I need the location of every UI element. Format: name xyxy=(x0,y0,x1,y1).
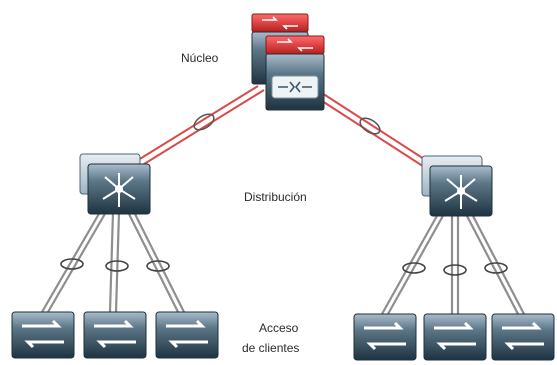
access-label-line2: de clientes xyxy=(242,341,299,355)
distribution-switch-left[interactable] xyxy=(79,153,151,215)
access-switch-5[interactable] xyxy=(423,313,487,361)
distribution-label: Distribución xyxy=(244,190,307,204)
access-switch-6[interactable] xyxy=(491,313,555,361)
access-switch-4[interactable] xyxy=(353,313,417,361)
distribution-access-links xyxy=(41,211,525,315)
link-aggregation-ring xyxy=(359,117,381,135)
link-aggregation-ring xyxy=(193,113,215,131)
access-label-line1: Acceso xyxy=(259,321,299,335)
core-label: Núcleo xyxy=(181,51,219,65)
distribution-switch-right[interactable] xyxy=(421,155,493,217)
core-router-front[interactable] xyxy=(265,35,325,111)
access-switch-2[interactable] xyxy=(83,311,147,359)
access-switch-1[interactable] xyxy=(11,311,75,359)
access-switch-3[interactable] xyxy=(155,311,219,359)
access-link-rings xyxy=(60,258,508,276)
